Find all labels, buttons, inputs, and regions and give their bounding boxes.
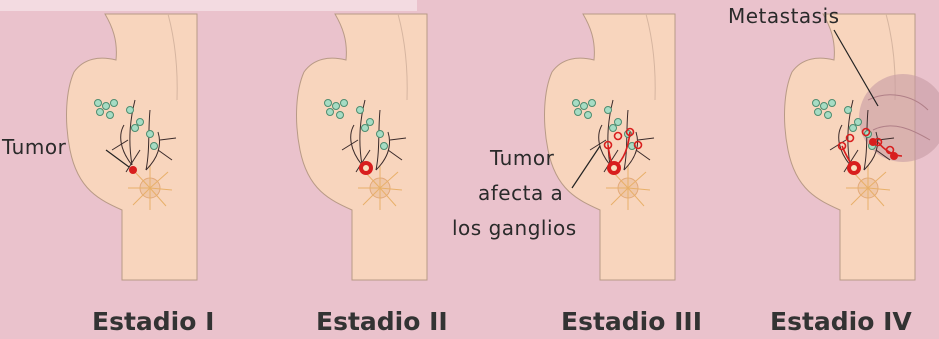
- stage-1-title: Estadio I: [92, 307, 214, 336]
- stage-3-figure: [545, 14, 675, 280]
- stage-2-figure: [297, 14, 427, 280]
- stage-3-title: Estadio III: [561, 307, 702, 336]
- stage-4-figure: [785, 14, 939, 280]
- stage-2-title: Estadio II: [316, 307, 448, 336]
- metastasis-label: Metastasis: [728, 4, 840, 28]
- affects-label-line1: Tumor: [490, 146, 554, 170]
- stage-1-figure: [67, 14, 197, 280]
- affects-label-line2: afecta a: [478, 181, 563, 205]
- tumor-label: Tumor: [2, 135, 66, 159]
- stage-4-title: Estadio IV: [770, 307, 912, 336]
- stage-1-tumor: [129, 166, 137, 174]
- affects-label-line3: los ganglios: [452, 216, 577, 240]
